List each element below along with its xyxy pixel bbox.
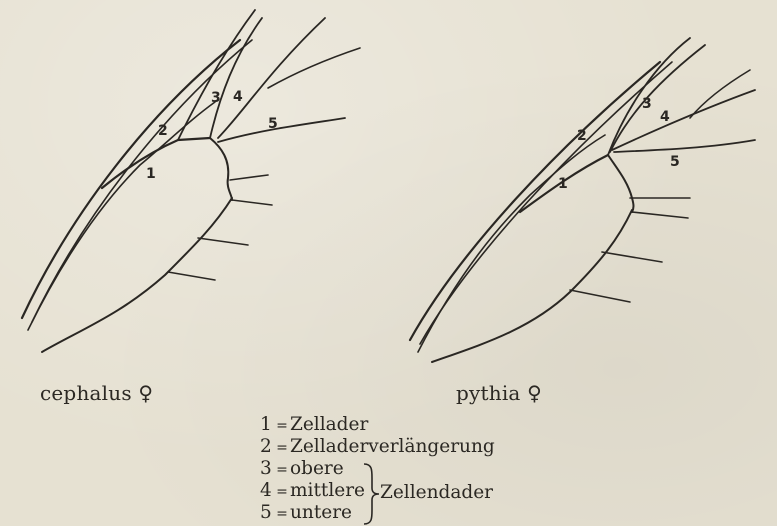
inner-margin xyxy=(432,210,632,362)
legend-separator: = xyxy=(274,415,290,437)
radial-vein xyxy=(418,135,605,352)
vein-branch-d xyxy=(168,272,215,280)
legend-number: 5 xyxy=(260,502,274,524)
legend-separator: = xyxy=(274,437,290,459)
vein-4-branch xyxy=(268,48,360,88)
legend-label: Zelladerverlängerung xyxy=(290,436,495,457)
vein-branch-c xyxy=(602,252,662,262)
legend-item-1: 1=Zellader xyxy=(260,414,495,436)
label-2-right: 2 xyxy=(577,128,587,144)
legend-number: 2 xyxy=(260,436,274,458)
legend-number: 4 xyxy=(260,480,274,502)
caption-cephalus: cephalus ♀ xyxy=(40,381,153,405)
legend-separator: = xyxy=(274,481,290,503)
legend-separator: = xyxy=(274,503,290,525)
vein-branch-c xyxy=(198,238,248,245)
wing-venation-diagram: 1 2 3 4 5 xyxy=(0,0,777,400)
legend-label: mittlere xyxy=(290,480,365,501)
vein-2 xyxy=(178,10,255,140)
wing-figure-pythia: 1 2 3 4 5 xyxy=(410,38,755,362)
cell-closure xyxy=(608,155,634,212)
costal-margin-inner xyxy=(32,40,252,322)
label-1-left: 1 xyxy=(146,166,156,182)
cell-closure xyxy=(210,138,232,200)
label-5-right: 5 xyxy=(670,154,680,170)
vein-3 xyxy=(610,45,705,152)
legend-label: untere xyxy=(290,502,352,523)
legend-number: 3 xyxy=(260,458,274,480)
vein-5 xyxy=(614,140,755,152)
label-4-right: 4 xyxy=(660,109,670,125)
caption-pythia: pythia ♀ xyxy=(456,381,542,405)
legend-label: obere xyxy=(290,458,344,479)
label-5-left: 5 xyxy=(268,116,278,132)
inner-margin xyxy=(42,198,232,352)
wing-figure-cephalus: 1 2 3 4 5 xyxy=(22,10,360,352)
label-4-left: 4 xyxy=(233,89,243,105)
vein-branch-b xyxy=(232,200,272,205)
costal-margin-inner xyxy=(420,62,672,344)
vein-branch-b xyxy=(632,212,688,218)
legend-separator: = xyxy=(274,459,290,481)
vein-4 xyxy=(612,90,755,150)
legend-item-2: 2=Zelladerverlängerung xyxy=(260,436,495,458)
legend-group-label: Zellendader xyxy=(380,482,493,503)
vein-5 xyxy=(218,118,345,142)
costal-margin-outer xyxy=(22,40,240,318)
legend-number: 1 xyxy=(260,414,274,436)
vein-branch-a xyxy=(230,175,268,180)
label-3-right: 3 xyxy=(642,96,652,112)
legend-label: Zellader xyxy=(290,414,368,435)
radial-vein xyxy=(28,102,215,330)
label-1-right: 1 xyxy=(558,176,568,192)
curly-brace xyxy=(360,462,382,526)
vein-branch-d xyxy=(570,290,630,302)
label-3-left: 3 xyxy=(211,90,221,106)
label-2-left: 2 xyxy=(158,123,168,139)
